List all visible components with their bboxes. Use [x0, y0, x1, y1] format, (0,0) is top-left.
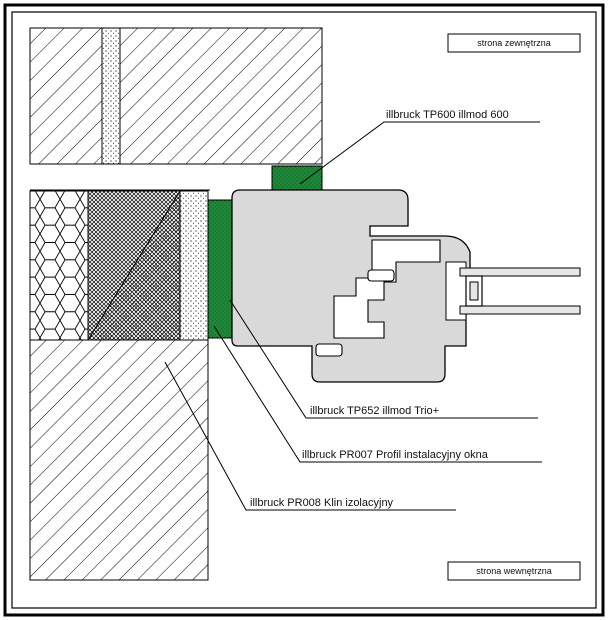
outside-label-box: [447, 33, 581, 53]
glazing-unit: [445, 261, 581, 321]
pr007-label: illbruck PR007 Profil instalacyjny okna: [302, 449, 489, 461]
window-frame: [231, 189, 471, 383]
tp600-label: illbruck TP600 illmod 600: [386, 109, 509, 121]
insulation-hex: [29, 190, 89, 341]
tp652-tape: [207, 199, 233, 339]
sash-profile: [333, 239, 441, 339]
gasket-upper: [367, 269, 395, 282]
outer-border: [3, 3, 605, 617]
lower-wall: [29, 339, 209, 581]
leader-lines: [164, 121, 542, 511]
tp652-label: illbruck TP652 illmod Trio+: [310, 405, 439, 417]
gasket-lower: [315, 343, 343, 357]
inside-label: strona wewnętrzna: [476, 566, 552, 576]
tp600-tape: [271, 165, 323, 191]
outside-label: strona zewnętrzna: [477, 38, 551, 48]
inside-label-box: [447, 561, 581, 581]
upper-wall: [29, 27, 323, 165]
pr008-label: illbruck PR008 Klin izolacyjny: [250, 497, 394, 509]
inner-border: [11, 11, 597, 609]
